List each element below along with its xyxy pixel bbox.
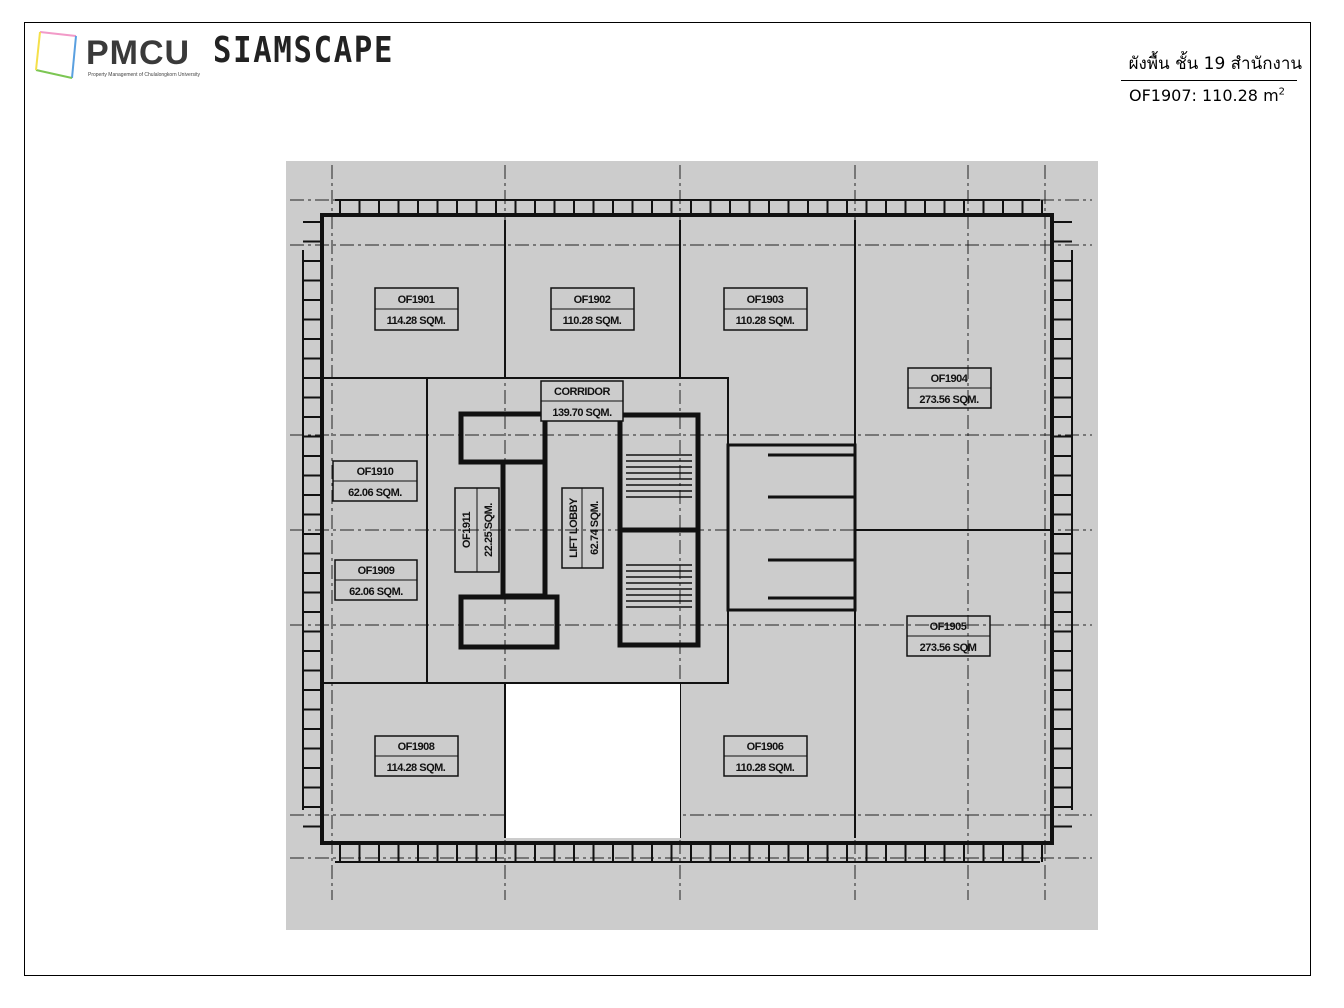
room-label-lift-lobby[interactable]: LIFT LOBBY 62.74 SQM. [561,487,604,569]
room-label-corridor[interactable]: CORRIDOR 139.70 SQM. [540,380,624,422]
svg-text:OF1908: OF1908 [398,741,435,753]
room-label-of1909[interactable]: OF1909 62.06 SQM. [334,559,418,601]
svg-text:62.06 SQM.: 62.06 SQM. [348,487,402,499]
siamscape-brand: SIAMSCAPE [213,30,395,71]
core-walls [458,411,701,650]
unit-area-sup: 2 [1278,86,1286,98]
floor-plan: OF1901 114.28 SQM. OF1902 110.28 SQM. OF19… [286,161,1098,930]
svg-text:OF1902: OF1902 [574,294,611,306]
svg-text:114.28 SQM.: 114.28 SQM. [387,762,446,774]
svg-text:273.56 SQM.: 273.56 SQM. [919,394,979,406]
svg-text:OF1906: OF1906 [747,741,784,753]
svg-text:114.28 SQM.: 114.28 SQM. [387,315,446,327]
plan-background [286,161,1098,930]
pmcu-logo-text: PMCU [86,34,191,72]
stairs [626,454,692,608]
outer-wall [320,213,1054,845]
svg-text:110.28 SQM.: 110.28 SQM. [736,762,795,774]
svg-text:110.28 SQM.: 110.28 SQM. [736,315,795,327]
room-label-of1911[interactable]: OF1911 22.25 SQM. [454,487,500,573]
room-label-of1903[interactable]: OF1903 110.28 SQM. [723,287,808,331]
room-label-of1910[interactable]: OF1910 62.06 SQM. [332,460,418,502]
room-label-of1906[interactable]: OF1906 110.28 SQM. [723,735,808,777]
svg-text:OF1910: OF1910 [357,466,394,478]
facade-fins [302,199,1073,863]
toilet-block [726,443,857,612]
room-label-of1904[interactable]: OF1904 273.56 SQM. [907,367,992,409]
svg-text:OF1911: OF1911 [461,512,473,549]
svg-text:OF1901: OF1901 [398,294,435,306]
pmcu-logo-icon [35,31,77,79]
room-label-of1905[interactable]: OF1905 273.56 SQM [906,615,991,657]
plan-title: ผังพื้น ชั้น 19 สำนักงาน [1128,54,1302,74]
pmcu-logo-subtitle: Property Management of Chulalongkorn Uni… [88,72,200,78]
svg-text:22.25 SQM.: 22.25 SQM. [483,503,495,557]
svg-text:OF1904: OF1904 [931,373,969,385]
svg-text:CORRIDOR: CORRIDOR [554,386,610,398]
room-label-of1901[interactable]: OF1901 114.28 SQM. [374,287,459,331]
unit-area-label: OF1907: 110.28 m2 [1129,86,1285,105]
unit-area-text: OF1907: 110.28 m [1129,86,1279,105]
title-divider [1121,80,1297,81]
svg-text:62.06 SQM.: 62.06 SQM. [349,586,403,598]
highlighted-unit-of1907[interactable] [506,684,680,838]
svg-text:62.74 SQM.: 62.74 SQM. [589,501,601,555]
svg-text:110.28 SQM.: 110.28 SQM. [563,315,622,327]
svg-text:OF1905: OF1905 [930,621,967,633]
room-label-of1902[interactable]: OF1902 110.28 SQM. [550,287,635,331]
room-label-of1908[interactable]: OF1908 114.28 SQM. [374,735,459,777]
page-frame [24,22,1311,976]
svg-text:273.56 SQM: 273.56 SQM [920,642,977,654]
svg-text:LIFT LOBBY: LIFT LOBBY [568,497,580,558]
svg-text:139.70 SQM.: 139.70 SQM. [552,407,612,419]
svg-text:OF1903: OF1903 [747,294,784,306]
svg-text:OF1909: OF1909 [358,565,395,577]
